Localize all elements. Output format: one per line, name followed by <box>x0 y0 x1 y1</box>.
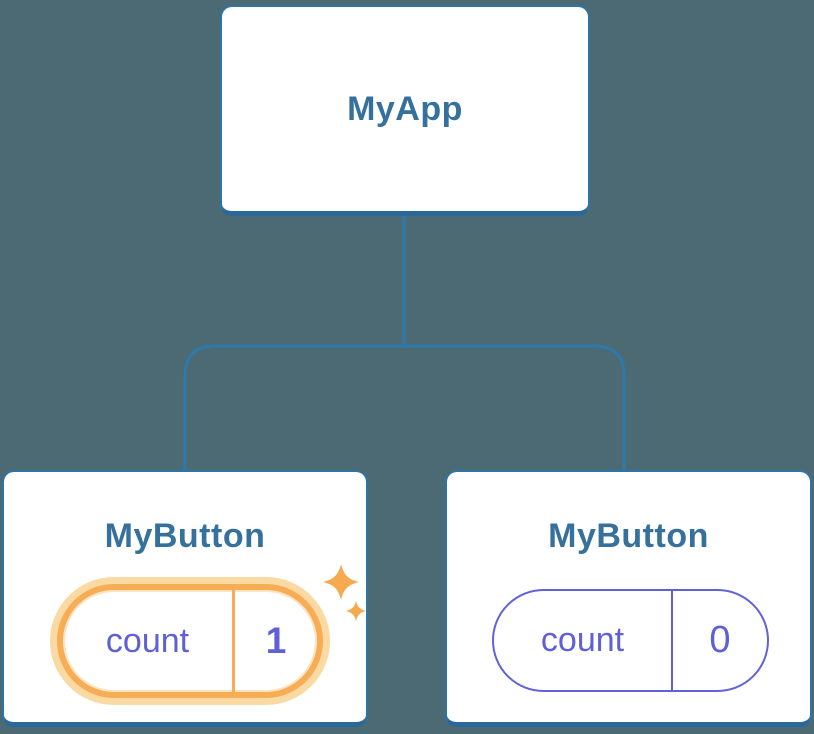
state-key-label: count <box>105 621 190 660</box>
child-node-label: MyButton <box>548 517 709 555</box>
sparkle-icon-small <box>345 600 367 622</box>
child-node-label: MyButton <box>104 517 266 555</box>
sparkle-icon-large <box>323 564 359 600</box>
root-node-label: MyApp <box>347 89 463 128</box>
pill-divider <box>671 591 673 690</box>
tree-node-child-highlighted: MyButton count 1 <box>2 470 368 727</box>
connector-branch <box>183 344 626 471</box>
tree-node-root: MyApp <box>220 5 590 216</box>
pill-divider <box>232 590 235 692</box>
state-key-label: count <box>540 621 625 659</box>
state-pill-plain: count 0 <box>492 589 769 692</box>
state-value: 1 <box>265 620 287 661</box>
tree-node-child-plain: MyButton count 0 <box>445 470 812 727</box>
state-value: 0 <box>709 619 731 661</box>
state-pill-highlighted: count 1 <box>57 584 323 698</box>
